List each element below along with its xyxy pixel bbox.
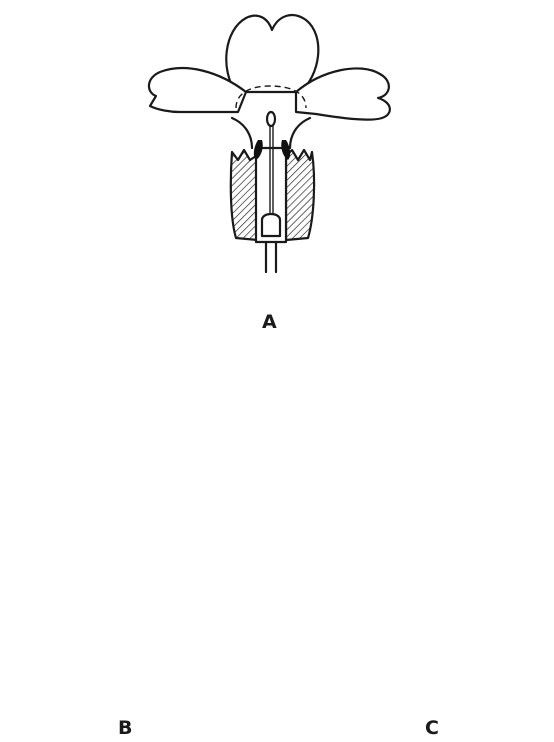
label-b: B [118,717,132,739]
flower-a-top-petal [226,15,318,92]
flower-a-calyx-left [231,150,258,240]
flower-a-stigma [267,112,275,126]
flower-a-pedicel [266,242,276,272]
label-a: A [262,311,277,333]
flower-a-ovary [262,214,280,236]
flower-a [149,15,390,272]
flower-a-calyx-right [286,150,314,240]
label-c: C [425,717,439,739]
